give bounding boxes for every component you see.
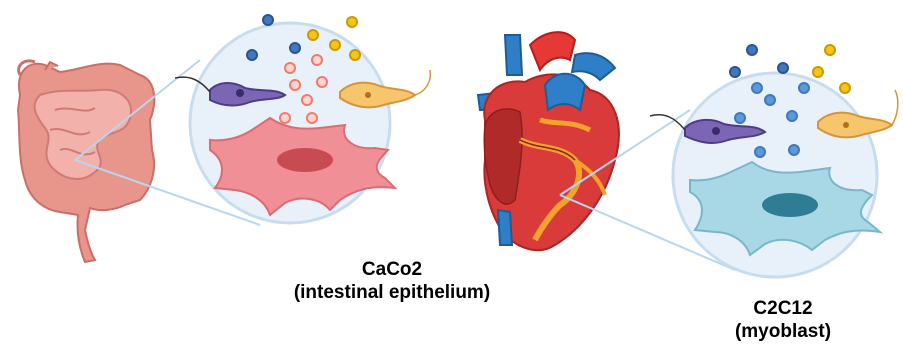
heart-icon bbox=[478, 32, 619, 250]
caco2-label: CaCo2 (intestinal epithelium) bbox=[262, 258, 522, 304]
c2c12-label: C2C12 (myoblast) bbox=[683, 297, 883, 343]
cell-line-name: C2C12 bbox=[683, 297, 883, 320]
tissue-name: (intestinal epithelium) bbox=[262, 281, 522, 304]
cell-nucleus bbox=[762, 193, 818, 217]
intestine-icon bbox=[18, 61, 154, 262]
cell-line-name: CaCo2 bbox=[262, 258, 522, 281]
tissue-name: (myoblast) bbox=[683, 320, 883, 343]
cell-nucleus bbox=[277, 148, 333, 172]
